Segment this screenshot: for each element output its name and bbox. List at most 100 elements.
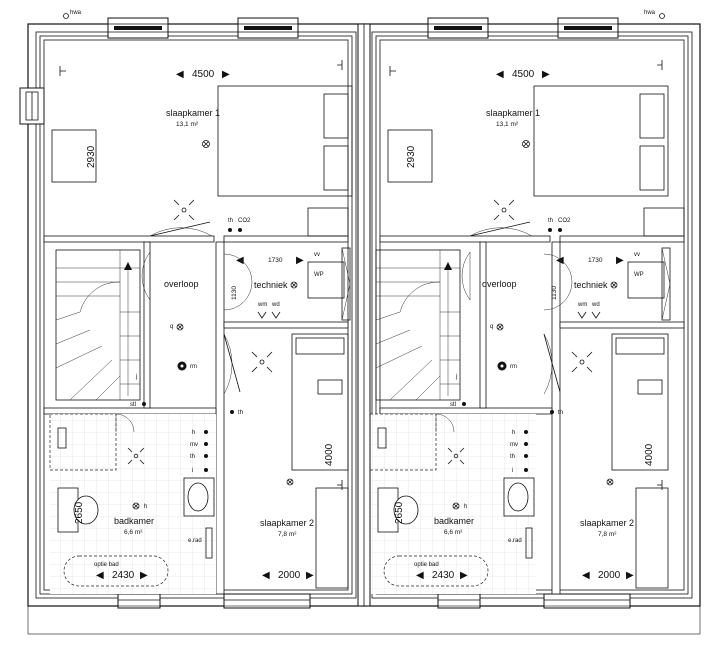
mv-label: mv <box>510 442 518 448</box>
h-label: h <box>192 430 195 436</box>
room-badkamer: optie bad ◀ 2430 ▶ 2650 badkamer 6,6 m² … <box>49 413 216 594</box>
wardrobe <box>51 129 97 183</box>
dim-sk1-width: 4500 <box>512 69 535 80</box>
room-area: 7,8 m² <box>598 531 617 538</box>
stl-label: stl <box>130 402 136 408</box>
dim-sk2-depth: 4000 <box>644 443 655 466</box>
erad-label: e.rad <box>508 538 522 544</box>
wall-sk1-bottom <box>43 235 215 243</box>
optional-bathtub <box>63 555 169 587</box>
dim-arrow-right: ▶ <box>306 570 314 581</box>
room-slaapkamer-2: 4000 slaapkamer 2 7,8 m² ◀ 2000 ▶ th <box>543 333 669 589</box>
heat-pump-unit <box>307 261 345 299</box>
wall-techniek-bottom <box>223 321 349 329</box>
single-bed <box>611 333 669 471</box>
switch-icon <box>524 468 528 472</box>
dim-sk2-width: 2000 <box>278 570 301 581</box>
switch-icon <box>524 454 528 458</box>
dim-arrow-left: ◀ <box>96 570 104 581</box>
vv-label: vv <box>314 252 320 258</box>
double-bed <box>533 85 669 197</box>
dim-bad-depth: 2650 <box>394 501 405 524</box>
stair-arrow-icon <box>124 262 132 270</box>
ceiling-light-icon <box>202 140 210 148</box>
heat-pump-unit <box>627 261 665 299</box>
door-swing <box>469 227 533 237</box>
room-label: slaapkamer 2 <box>580 518 634 528</box>
socket-icon <box>257 311 281 319</box>
co2-sensor-icon <box>238 228 242 232</box>
shower-head-icon <box>57 427 67 449</box>
wall-sk1-bottom <box>379 235 551 243</box>
switch-icon <box>524 442 528 446</box>
optie-bad-label: optie bad <box>94 562 119 568</box>
th-label: th <box>558 410 563 416</box>
wall-center <box>215 241 225 595</box>
h-label: h <box>144 504 147 510</box>
pillow <box>323 93 349 139</box>
radiator-icon <box>205 527 213 559</box>
dim-sk2-width: 2000 <box>598 570 621 581</box>
co2-sensor-icon <box>558 228 562 232</box>
room-badkamer: optie bad ◀ 2430 ▶ 2650 badkamer 6,6 m² … <box>369 413 536 594</box>
dim-arrow-left: ◀ <box>262 570 270 581</box>
ground-line <box>27 605 701 635</box>
room-slaapkamer-2: 4000 slaapkamer 2 7,8 m² ◀ 2000 ▶ th <box>223 333 349 589</box>
dim-arrow-right: ▶ <box>626 570 634 581</box>
switch-icon <box>524 430 528 434</box>
ventilation-icon <box>571 351 593 373</box>
door-swing <box>149 227 213 237</box>
socket-icon <box>577 311 601 319</box>
window-side <box>19 87 45 125</box>
stl-label: stl <box>450 402 456 408</box>
window-top-left <box>427 17 489 39</box>
switch-icon <box>204 430 208 434</box>
wall-center <box>551 241 561 595</box>
th-label: th <box>190 454 195 460</box>
ventilation-icon <box>173 199 195 221</box>
ventilation-icon <box>447 447 465 465</box>
j-label: j <box>135 374 137 380</box>
room-area: 6,6 m² <box>444 529 463 536</box>
socket-icon <box>389 66 396 76</box>
ceiling-light-icon <box>290 281 298 289</box>
dim-arrow-right: ▶ <box>542 69 550 80</box>
dim-arrow-right: ▶ <box>140 570 148 581</box>
window-top-right <box>237 17 299 39</box>
dim-arrow-left: ◀ <box>556 255 564 266</box>
thermostat-icon <box>228 228 232 232</box>
window-top-right <box>557 17 619 39</box>
nightstand <box>637 379 663 395</box>
ceiling-light-icon <box>132 502 140 510</box>
ceiling-light-icon <box>496 323 504 331</box>
optional-bathtub <box>383 555 489 587</box>
dim-arrow-right: ▶ <box>616 255 624 266</box>
socket-icon <box>59 66 66 76</box>
thermostat-icon <box>550 410 554 414</box>
switch-icon <box>204 454 208 458</box>
dim-techniek-width: 1730 <box>268 257 283 264</box>
ventilation-icon <box>127 447 145 465</box>
pillow <box>639 145 665 191</box>
pillow <box>615 337 665 355</box>
j-label: j <box>455 374 457 380</box>
h-label: h <box>512 430 515 436</box>
room-slaapkamer-1: ◀ 4500 ▶ 2930 slaapkamer 1 13,1 m² th CO… <box>387 60 685 237</box>
switch-icon <box>462 402 466 406</box>
rm-label: rm <box>510 364 517 370</box>
vv-label: vv <box>634 252 640 258</box>
room-area: 13,1 m² <box>176 121 199 128</box>
th-label: th <box>548 218 553 224</box>
ceiling-light-icon <box>522 140 530 148</box>
room-slaapkamer-1: ◀ 4500 ▶ 2930 slaapkamer 1 13,1 m² th CO… <box>51 60 353 237</box>
shower-head-icon <box>377 427 387 449</box>
wd-label: wd <box>271 302 280 308</box>
wp-label: WP <box>634 272 644 278</box>
th-label: th <box>228 218 233 224</box>
room-label: techniek <box>574 280 608 290</box>
dim-sk1-depth: 2930 <box>86 145 97 168</box>
pillow <box>323 145 349 191</box>
ventilation-icon <box>493 199 515 221</box>
room-overloop: overloop q rm j stl <box>55 249 199 408</box>
hwa-label: hwa <box>644 10 656 16</box>
